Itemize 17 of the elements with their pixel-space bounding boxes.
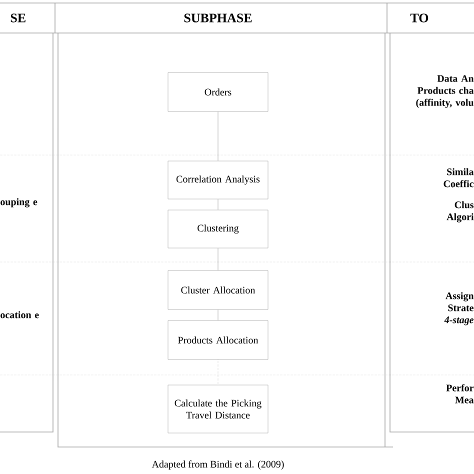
tool-text: Data An Products cha (affinity, volu: [416, 75, 474, 108]
tool-text: Simila Coeffic: [444, 168, 474, 188]
process-box: Orders: [168, 72, 268, 112]
process-box: Clustering: [168, 210, 268, 248]
process-box: Correlation Analysis: [168, 160, 268, 200]
tool-text: Perfor Mea: [446, 384, 474, 404]
process-box: Products Allocation: [168, 320, 268, 360]
column-header: SE: [10, 14, 26, 22]
column-header: SUBPHASE: [184, 14, 252, 22]
process-box: Cluster Allocation: [168, 270, 268, 310]
column-header: TO: [410, 14, 428, 22]
tool-text: ocation e: [0, 311, 39, 318]
process-box: Calculate the Picking Travel Distance: [168, 384, 268, 434]
tool-text: ouping e: [0, 198, 38, 208]
caption: Adapted from Bindi et al. (2009): [152, 460, 284, 470]
tool-text: Assign Strate 4-stage: [444, 292, 474, 326]
tool-text: Clus Algori: [446, 201, 474, 222]
